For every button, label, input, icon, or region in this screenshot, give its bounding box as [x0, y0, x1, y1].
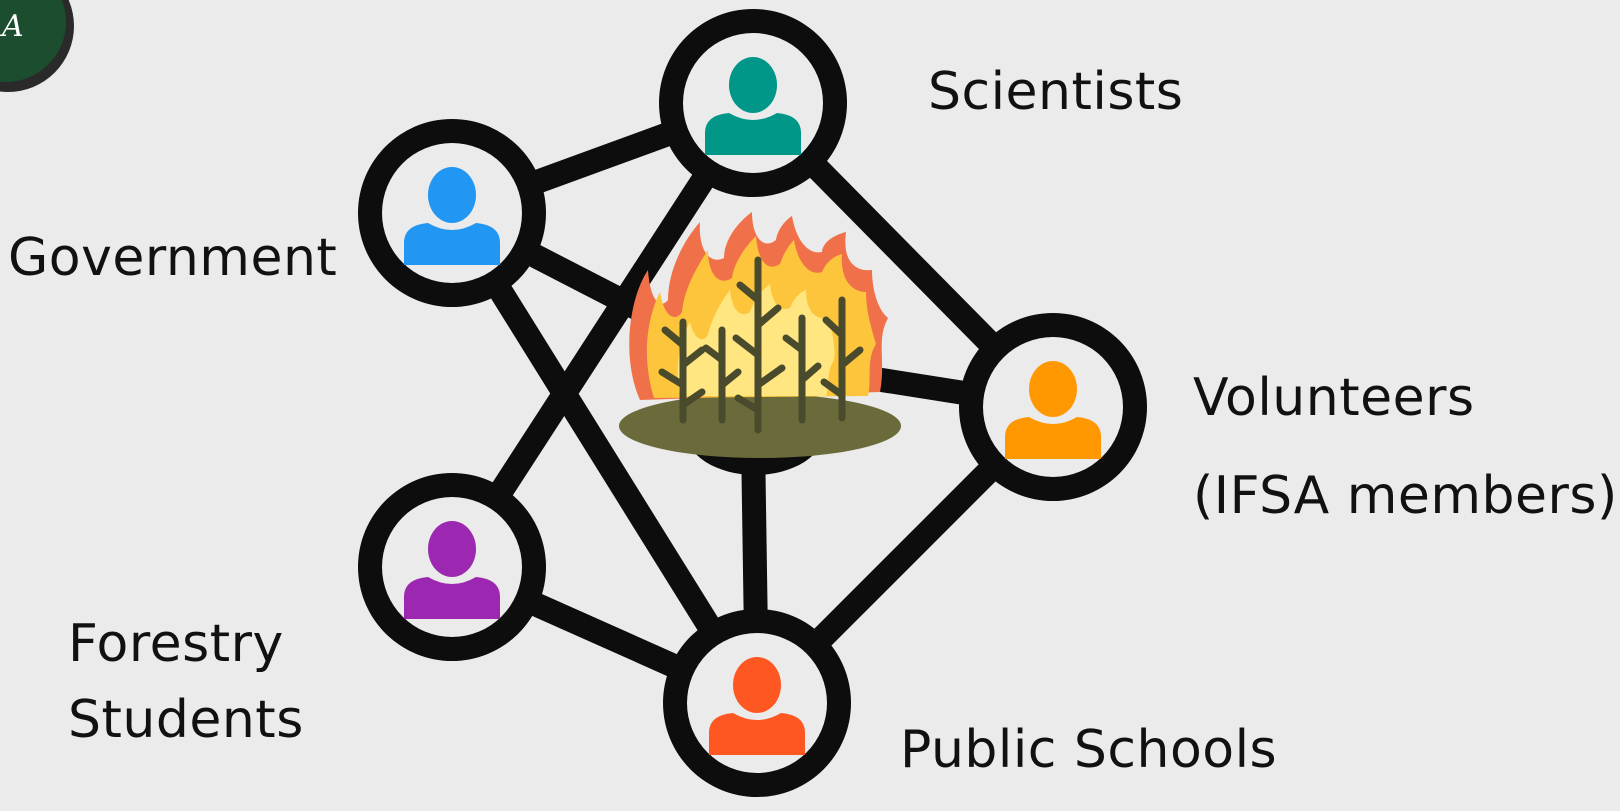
- burning-forest-icon: [619, 212, 901, 458]
- person-icon: [709, 657, 805, 755]
- node-volunteers: [959, 313, 1147, 501]
- edge-government-schools: [440, 201, 769, 715]
- node-schools: [663, 609, 851, 797]
- label-scientists: Scientists: [928, 62, 1184, 122]
- person-icon: [1005, 361, 1101, 459]
- logo-text: A: [0, 9, 24, 44]
- label-public-schools: Public Schools: [900, 720, 1278, 780]
- person-icon: [705, 57, 801, 155]
- person-icon: [404, 521, 500, 619]
- label-forestry: Forestry: [68, 614, 284, 674]
- node-forestry: [358, 473, 546, 661]
- logo-badge: A: [0, 0, 74, 92]
- person-icon: [404, 167, 500, 265]
- node-government: [358, 119, 546, 307]
- label-volunteers-subtitle: (IFSA members): [1193, 466, 1618, 526]
- label-volunteers: Volunteers: [1193, 368, 1475, 428]
- node-scientists: [659, 9, 847, 197]
- label-government: Government: [8, 228, 338, 288]
- label-forestry-line2: Students: [68, 690, 304, 750]
- nodes-layer: [358, 9, 1147, 797]
